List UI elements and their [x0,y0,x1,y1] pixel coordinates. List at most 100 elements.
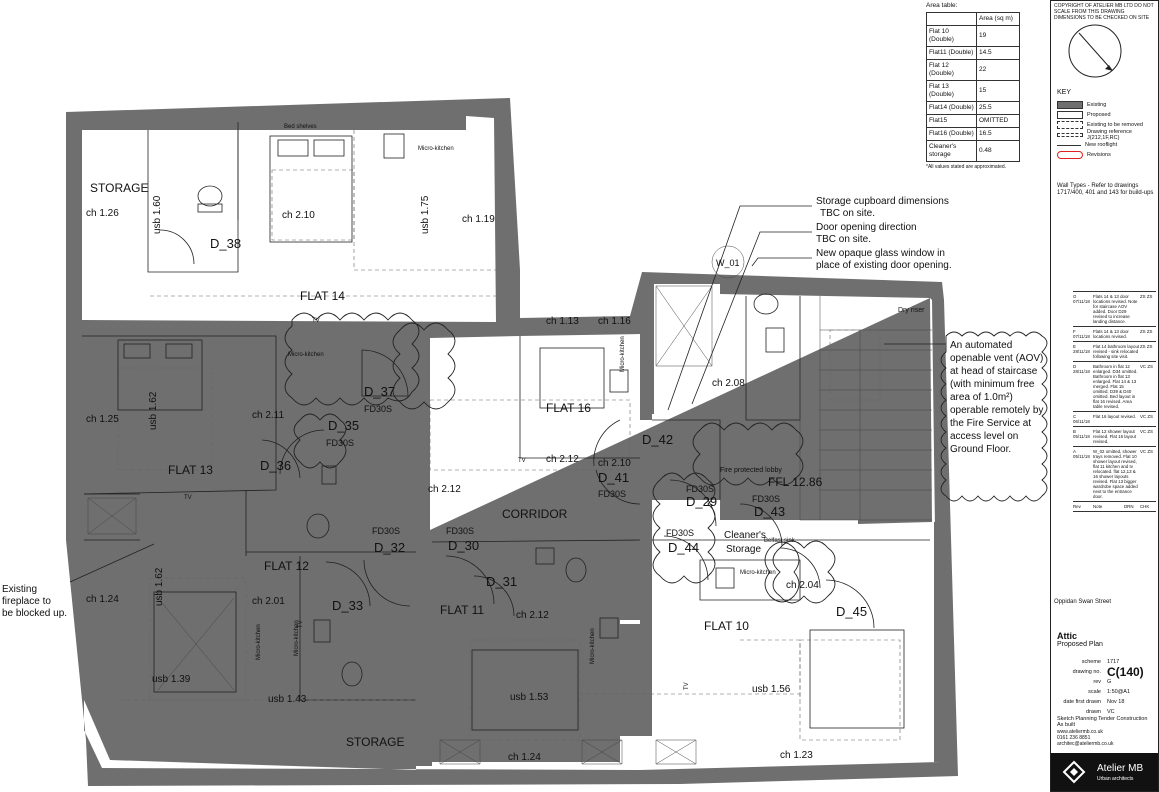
table-row: Flat14 (Double)25.5 [926,101,1020,115]
area-table-note: *All values stated are approximated. [926,164,1007,170]
door-tag: D_44 [668,540,699,555]
door-swings [159,229,875,629]
door-tag: D_38 [210,236,241,251]
wall-types-note: Wall Types - Refer to drawings 1717/400,… [1057,183,1154,196]
revision-id: A 05/11/18 [1073,449,1090,459]
area-table-header: Area (sq m) [976,12,1020,26]
legend-label: New rooflight [1085,142,1118,148]
legend-item: Drawing reference J(212,1F,RC) [1057,129,1153,141]
fixture-label: TV [518,458,526,464]
info-key: drawing no. [1072,669,1101,675]
height-label: ch 2.12 [546,454,579,465]
fixture-label: Micro-kitchen [740,570,776,576]
north-arrow-icon [1068,24,1122,78]
note-storage-dims: Storage cupboard dimensions [816,196,949,207]
fixture-label: TV [184,495,192,501]
revision-id: E 28/11/18 [1073,344,1090,354]
ceiling-heights: ch 1.26 ch 2.10 usb 1.60 usb 1.75 ch 1.1… [86,195,819,763]
note-aov: at head of staircase [950,366,1038,377]
door-tag: D_37 [364,384,395,399]
revision-note: W_02 omitted, shower trays removed. Flat… [1093,449,1138,499]
existing-walls [66,98,958,786]
door-tag: D_41 [598,470,629,485]
table-row: Flat 13 (Double)15 [926,80,1020,102]
fire-rating: FD30S [752,494,780,504]
title-block: COPYRIGHT OF ATELIER MB LTD DO NOT SCALE… [1050,0,1159,792]
revision-initials: ZS ZS [1140,329,1153,334]
height-label: ch 2.12 [516,610,549,621]
leader-lines [69,205,946,583]
project-name: Oppidan Swan Street [1054,599,1112,605]
revision-id: G 07/11/18 [1073,294,1090,304]
legend-item: Existing [1057,100,1153,110]
note-fireplace-3: be blocked up. [2,608,67,619]
legend-swatch-reference [1057,133,1083,137]
revision-header-drn: DRN [1124,504,1134,509]
note-aov: operable remotely by [950,405,1043,416]
legend-swatch-revisions [1057,151,1083,159]
info-key: scale [1088,689,1101,695]
door-tags: D_38 D_37 D_35 D_36 D_32 D_30 D_31 D_33 … [210,236,867,619]
chimney-breast [140,502,246,556]
fixture-label: Micro-kitchen [590,628,596,664]
revision-header-chk: CHK [1140,504,1150,509]
area-name: Flat15 [926,114,977,128]
fire-rating: FD30S [686,484,714,494]
room-flat-12: FLAT 12 [264,559,309,573]
area-name: Flat16 (Double) [926,127,977,141]
note-aov: openable vent (AOV) [950,353,1043,364]
height-label: ch 2.11 [252,410,284,421]
legend-item: Existing to be removed [1057,120,1153,130]
sanitary-fittings [197,133,785,687]
revision-note: Flat 12 shower layout revised. Flat 16 l… [1093,429,1136,444]
height-label: ch 1.19 [462,214,495,225]
legend-swatch-removed [1057,121,1083,129]
revision-id: F 07/11/18 [1073,329,1090,339]
height-label: ch 2.10 [598,458,631,469]
drawn-by: VC [1107,709,1115,715]
height-label: usb 1.56 [752,684,791,695]
revision-note: Flat 14 bathroom layout revised - sink r… [1093,344,1140,359]
height-label: ch 1.24 [508,752,541,763]
hidden-lines [117,130,901,741]
fixture-label: Micro-kitchen [620,336,626,372]
note-aov: An automated [950,340,1012,351]
door-tag: D_29 [686,494,717,509]
area-value: 0.48 [976,140,1020,162]
fixture-label: Micro-kitchen [256,624,262,660]
door-tag: D_32 [374,540,405,555]
revision-clouds [284,312,836,604]
area-table-corner [926,12,977,26]
info-key: drawn [1086,709,1101,715]
legend-label: Existing [1087,102,1107,108]
revision-letter: G [1107,679,1112,685]
door-tag: D_43 [754,504,785,519]
room-labels: STORAGE FLAT 14 FLAT 13 FLAT 12 FLAT 11 … [90,181,766,749]
revision-id: D 28/11/18 [1073,364,1090,374]
room-flat-14: FLAT 14 [300,289,345,303]
revision-initials: VC ZS [1140,449,1153,454]
drawing-title-main: Attic [1057,631,1077,641]
door-tag: D_45 [836,604,867,619]
fire-ratings: FD30S FD30S FD30S FD30S FD30S FD30S FD30… [326,404,780,538]
window-tag: W_01 [716,258,740,268]
room-flat-16: FLAT 16 [546,401,591,415]
area-name: Flat 13 (Double) [926,80,977,102]
area-table-grid: Area (sq m) Flat 10 (Double)19 Flat11 (D… [926,12,1020,162]
fixture-label: Bed shelves [284,124,317,130]
height-label: usb 1.43 [268,694,307,705]
door-tag: D_31 [486,574,517,589]
height-label: usb 1.62 [154,567,165,606]
contact-details: www.ateliermb.co.uk 0161 236 8851 archit… [1057,729,1114,747]
note-door-direction-2: TBC on site. [816,234,871,245]
area-name: Flat 12 (Double) [926,59,977,81]
annotations: Storage cupboard dimensions TBC on site.… [2,196,1043,619]
height-label: ch 1.13 [546,316,579,327]
revision-note: Flats 14 & 13 door locations revised. [1093,329,1129,339]
note-aov: access level on [950,431,1018,442]
